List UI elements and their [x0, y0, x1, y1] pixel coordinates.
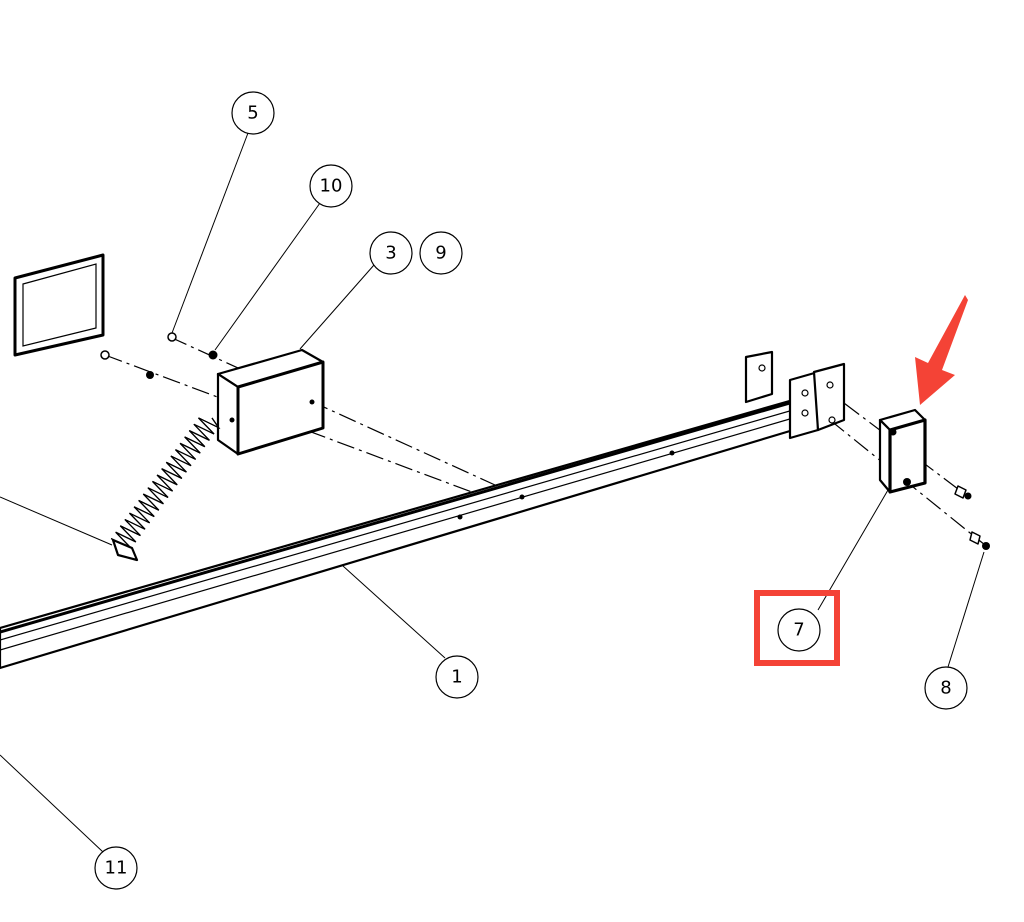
sensor-part-7	[878, 408, 927, 494]
balloon-9-label: 9	[435, 243, 446, 264]
balloon-7-label: 7	[793, 620, 804, 641]
highlight-box	[754, 590, 840, 666]
display-panel	[13, 253, 105, 357]
enclosure-box-part-3	[216, 348, 325, 456]
rail-part-1	[0, 350, 846, 670]
balloon-1-label: 1	[451, 667, 462, 688]
balloon-9: 9	[419, 231, 463, 275]
balloon-7: 7	[777, 608, 821, 652]
balloon-5-label: 5	[247, 103, 258, 124]
balloon-11: 11	[94, 846, 138, 890]
balloon-10: 10	[309, 164, 353, 208]
balloon-8: 8	[924, 666, 968, 710]
balloon-1: 1	[435, 655, 479, 699]
coiled-cable	[110, 417, 221, 562]
balloon-3: 3	[369, 231, 413, 275]
highlight-arrow-icon	[915, 295, 968, 405]
balloon-5: 5	[231, 91, 275, 135]
cable-connector	[111, 538, 139, 562]
leader-lines	[0, 132, 985, 853]
balloon-3-label: 3	[385, 243, 396, 264]
balloon-8-label: 8	[940, 678, 951, 699]
screws-left	[100, 332, 218, 379]
balloon-11-label: 11	[105, 858, 128, 879]
balloon-10-label: 10	[320, 176, 343, 197]
screws-right	[954, 485, 990, 550]
